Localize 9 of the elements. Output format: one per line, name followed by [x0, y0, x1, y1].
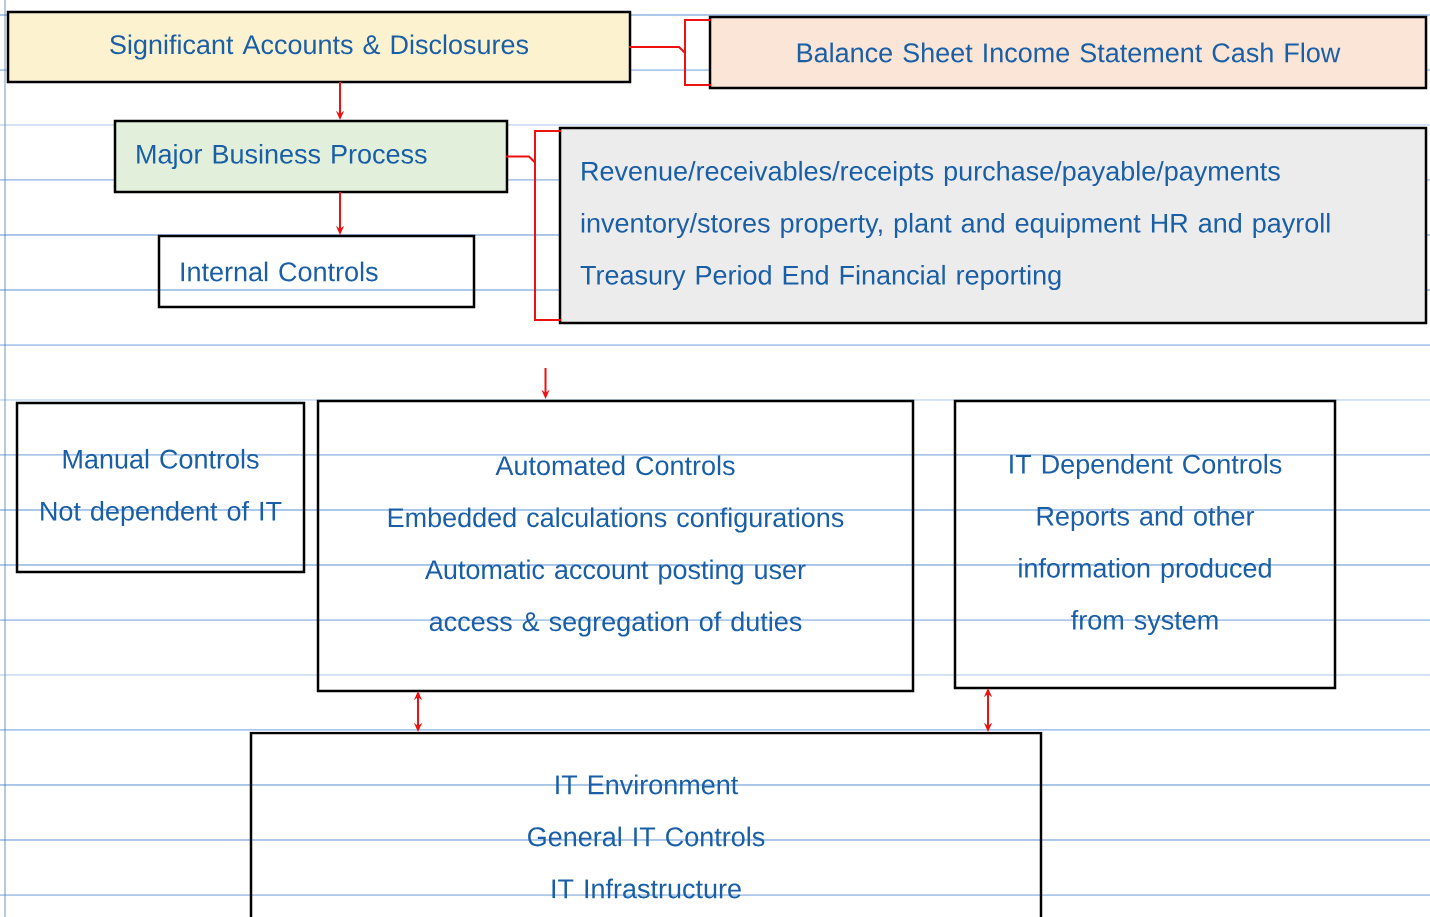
process-box: Major Business Process	[113, 119, 509, 194]
process-box: IT Environment General IT Controls IT Infrastructure	[249, 731, 1043, 917]
list-box: Balance Sheet Income Statement Cash Flow	[708, 15, 1428, 90]
process-box: Automated Controls Embedded calculations configurations Automatic account posting user access & segregation of duties	[316, 399, 915, 693]
process-box: Manual Controls Not dependent of IT	[15, 401, 306, 574]
heading-box: Significant Accounts & Disclosures	[6, 10, 632, 84]
process-box: IT Dependent Controls Reports and other information produced from system	[953, 399, 1337, 690]
process-box: Internal Controls	[157, 234, 476, 309]
list-box: Revenue/receivables/receipts purchase/payable/payments inventory/stores property, plant and equipment HR and payroll Treasury Period End Financial reporting	[558, 126, 1428, 325]
